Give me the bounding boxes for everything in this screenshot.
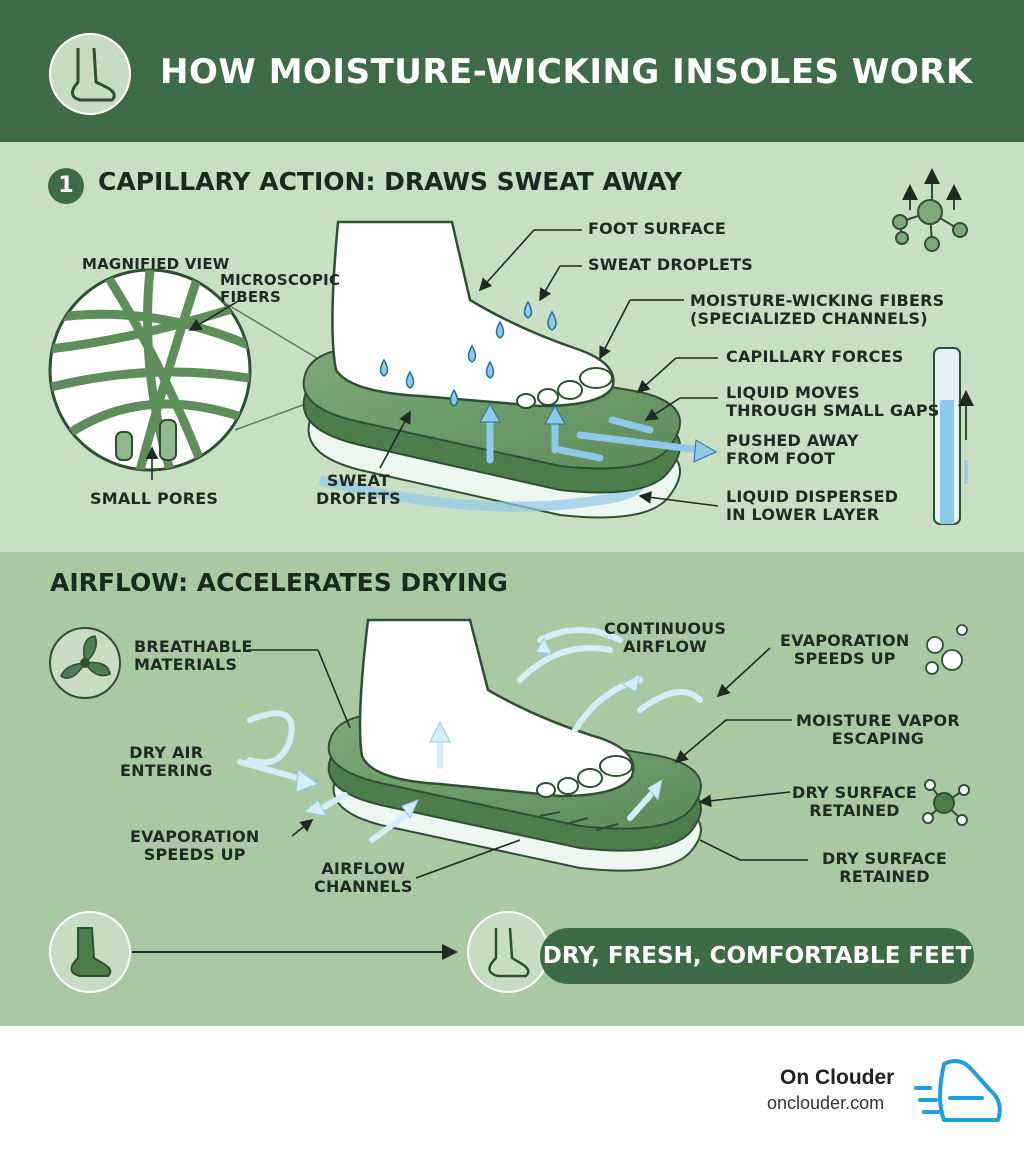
bubbles-icon xyxy=(925,624,968,675)
molecule-icon-2 xyxy=(922,779,970,826)
leader-lines-2 xyxy=(248,647,808,879)
result-row xyxy=(49,911,549,993)
label-microscopic-fibers: MICROSCOPIC FIBERS xyxy=(220,271,341,307)
label-evaporation-left: EVAPORATION SPEEDS UP xyxy=(130,827,260,865)
shoe-logo-icon xyxy=(914,1059,1002,1122)
label-wicking-fibers: MOISTURE-WICKING FIBERS (SPECIALIZED CHA… xyxy=(690,291,945,329)
label-liquid-moves: LIQUID MOVES THROUGH SMALL GAPS xyxy=(726,383,940,421)
label-continuous-airflow: CONTINUOUS AIRFLOW xyxy=(604,619,727,657)
airflow-swirls xyxy=(237,627,703,843)
molecule-icon-1 xyxy=(892,168,968,252)
leader-lines-1 xyxy=(145,229,719,507)
label-magnified-view: MAGNIFIED VIEW xyxy=(82,255,230,273)
label-dry-air-entering: DRY AIR ENTERING xyxy=(120,743,213,781)
label-dry-surface-2: DRY SURFACE RETAINED xyxy=(822,849,948,887)
brand-url: onclouder.com xyxy=(767,1093,885,1113)
label-foot-surface: FOOT SURFACE xyxy=(588,219,727,238)
section1-heading: CAPILLARY ACTION: DRAWS SWEAT AWAY xyxy=(98,167,683,196)
label-small-pores: SMALL PORES xyxy=(90,489,219,508)
section-number-badge: 1 xyxy=(48,168,84,204)
fan-icon xyxy=(49,627,121,699)
label-dry-surface-1: DRY SURFACE RETAINED xyxy=(792,783,918,821)
label-capillary-forces: CAPILLARY FORCES xyxy=(726,347,904,366)
airflow-arrowheads xyxy=(295,636,663,820)
capillary-tube xyxy=(933,347,974,525)
foot-illustration-2 xyxy=(358,618,635,798)
result-banner: DRY, FRESH, COMFORTABLE FEET xyxy=(540,928,974,984)
page-title: HOW MOISTURE-WICKING INSOLES WORK xyxy=(160,52,973,92)
label-evaporation-right: EVAPORATION SPEEDS UP xyxy=(780,631,910,669)
label-pushed-away: PUSHED AWAY FROM FOOT xyxy=(726,431,859,469)
label-liquid-dispersed: LIQUID DISPERSED IN LOWER LAYER xyxy=(726,487,899,525)
label-vapor-escaping: MOISTURE VAPOR ESCAPING xyxy=(796,711,960,749)
label-sweat-drofets: SWEAT DROFETS xyxy=(316,471,401,509)
label-sweat-droplets: SWEAT DROPLETS xyxy=(588,255,754,274)
foot-illustration-1 xyxy=(331,220,615,409)
footer-band xyxy=(0,1026,1024,1154)
header-band xyxy=(0,0,1024,142)
wicking-arrowheads xyxy=(479,402,718,463)
foot-icon xyxy=(49,33,131,115)
sweat-droplets xyxy=(379,300,557,407)
label-breathable-materials: BREATHABLE MATERIALS xyxy=(134,637,253,675)
wicking-arrows xyxy=(486,414,704,464)
section2-heading: AIRFLOW: ACCELERATES DRYING xyxy=(50,568,508,597)
label-airflow-channels: AIRFLOW CHANNELS xyxy=(314,859,413,897)
brand-name: On Clouder xyxy=(780,1066,895,1089)
